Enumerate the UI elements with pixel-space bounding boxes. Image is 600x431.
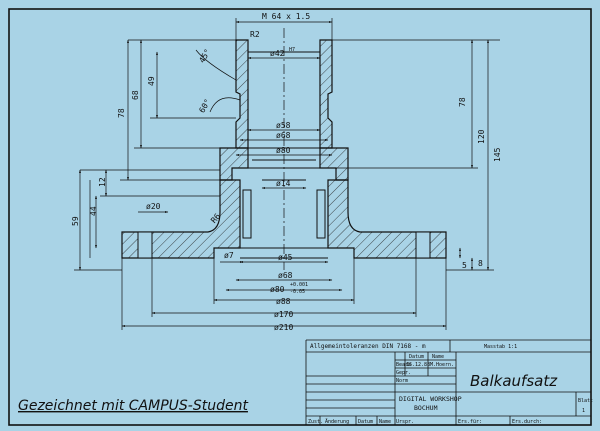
foot-zust: Zust. (308, 419, 323, 425)
dim-5: 5 (462, 261, 467, 270)
dim-120: 120 (477, 129, 486, 144)
dia-14-label: ø14 (276, 179, 291, 188)
right-neck-wall (319, 39, 333, 149)
title-block (305, 339, 591, 425)
radius-r2-label: R2 (250, 30, 260, 39)
row-norm: Norm (396, 378, 408, 384)
dim-68: 68 (131, 90, 140, 100)
row-bearb: Bearb (396, 362, 411, 368)
shoulder-right (319, 147, 349, 181)
dim-8: 8 (478, 259, 483, 268)
foot-ers-durch: Ers.durch: (512, 419, 542, 425)
dim-59: 59 (71, 216, 80, 226)
dia-58-label: ø58 (276, 121, 291, 130)
dim-145: 145 (493, 147, 502, 162)
dia-170-label: ø170 (274, 310, 293, 319)
col-name: Name (432, 354, 444, 360)
col-datum: Datum (409, 354, 424, 360)
dim-78-left: 78 (117, 108, 126, 118)
company-line1: DIGITAL WORKSHOP (399, 395, 462, 403)
dia-210-label: ø210 (274, 323, 293, 332)
dia-42-label: ø42 (270, 49, 285, 58)
company-line2: BOCHUM (414, 404, 438, 412)
shoulder-left (219, 147, 249, 181)
dim-44: 44 (89, 206, 98, 216)
row-gepr: Gepr. (396, 370, 411, 376)
dim-12: 12 (98, 177, 107, 187)
foot-datum: Datum (358, 419, 373, 425)
bearb-name: M.Hoern. (430, 362, 454, 368)
dia-20-label: ø20 (146, 202, 161, 211)
dia-88-label: ø88 (276, 297, 291, 306)
tolerance-note: Allgemeintoleranzen DIN 7168 - m (310, 343, 426, 350)
dia-80-tol-lower: -0.05 (290, 289, 305, 295)
dia-68-upper-label: ø68 (276, 131, 291, 140)
dim-49: 49 (147, 76, 156, 86)
dim-78-right: 78 (458, 97, 467, 107)
dia-45-label: ø45 (278, 253, 293, 262)
dia-80-fit-label: ø80 (270, 285, 285, 294)
angle-45: 45° (197, 47, 212, 64)
dia-68-lower-label: ø68 (278, 271, 293, 280)
left-neck-wall (235, 39, 249, 149)
drawing-frame (8, 8, 592, 426)
scale-label: Masstab 1:1 (484, 344, 517, 350)
bearb-date: 16.12.88 (406, 362, 430, 368)
foot-name: Name (379, 419, 391, 425)
dia-7-label: ø7 (224, 251, 234, 260)
dia-80-tol-upper: +0.001 (290, 282, 308, 288)
dia-42-tol: H7 (289, 47, 295, 53)
dia-80-upper-label: ø80 (276, 146, 291, 155)
foot-ers-fuer: Ers.für: (458, 419, 482, 425)
foot-aenderung: Änderung (325, 418, 349, 425)
thread-label: M 64 x 1.5 (262, 12, 310, 21)
signature-text: Gezeichnet mit CAMPUS-Student (18, 398, 248, 414)
sheet-number: 1 (582, 408, 585, 414)
sheet-label: Blatt (578, 398, 593, 404)
part-title: Balkaufsatz (470, 372, 558, 390)
foot-urspr: Urspr. (396, 419, 414, 425)
